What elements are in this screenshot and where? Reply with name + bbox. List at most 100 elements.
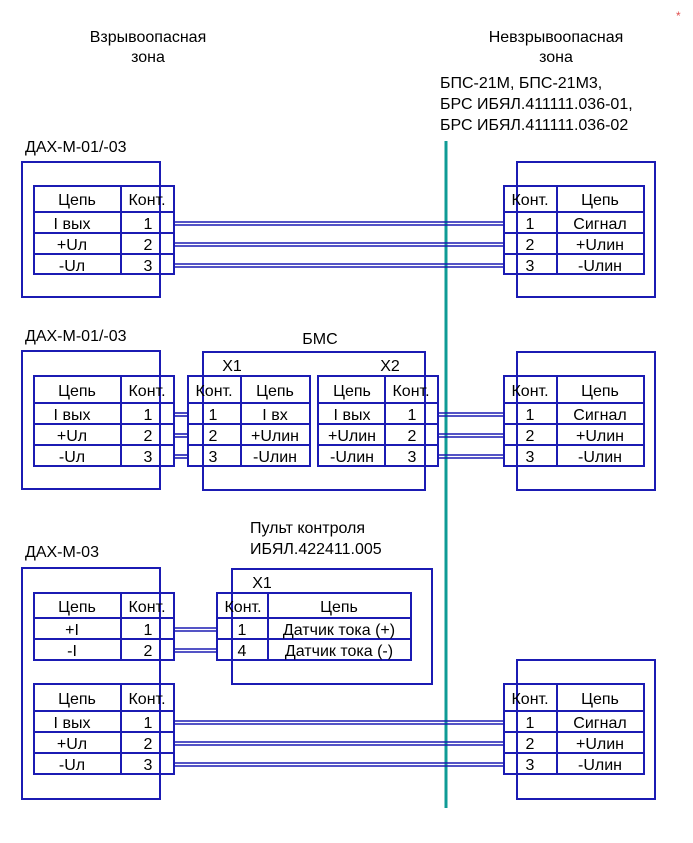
table-header-circuit: Цепь (256, 383, 294, 400)
table-cell: I вых (54, 216, 91, 233)
section1-device-label: ДАХ-М-01/-03 (25, 139, 127, 156)
table-cell: 3 (144, 757, 153, 774)
table-cell: 3 (526, 258, 535, 275)
bms-x1-table: Конт. Цепь 1 I вх 2 +Uлин 3 -Uлин (187, 375, 311, 467)
section1-receiver-table: Конт. Цепь 1 Сигнал 2 +Uлин 3 -Uлин (503, 185, 645, 275)
table-header-circuit: Цепь (58, 192, 96, 209)
table-header-circuit: Цепь (58, 691, 96, 708)
table-cell: +Uл (57, 237, 87, 254)
bms-label: БМС (302, 331, 337, 348)
table-cell: I вх (262, 407, 287, 424)
table-cell: 4 (238, 643, 247, 660)
table-cell: -Uлин (330, 449, 374, 466)
table-cell: +Uлин (576, 237, 624, 254)
panel-frame (231, 568, 433, 685)
table-cell: I вых (54, 715, 91, 732)
table-header-contact: Конт. (128, 383, 165, 400)
table-cell: 3 (209, 449, 218, 466)
table-header-contact: Конт. (392, 383, 429, 400)
table-cell: 2 (144, 428, 153, 445)
table-cell: 1 (526, 407, 535, 424)
hazard-zone-label-line2: зона (131, 49, 165, 66)
table-cell: 1 (209, 407, 218, 424)
section2-wires (174, 412, 504, 459)
table-cell: Сигнал (573, 407, 626, 424)
table-cell: 1 (408, 407, 417, 424)
section2-receiver-table: Конт. Цепь 1 Сигнал 2 +Uлин 3 -Uлин (503, 375, 645, 467)
table-cell: 2 (526, 736, 535, 753)
table-header-circuit: Цепь (320, 599, 358, 616)
table-cell: -Uлин (578, 258, 622, 275)
table-header-contact: Конт. (511, 691, 548, 708)
section3-wires (174, 627, 504, 767)
table-header-circuit: Цепь (581, 192, 619, 209)
section1-sensor-frame (21, 161, 161, 298)
table-cell: 2 (526, 237, 535, 254)
safe-zone-label-line1: Невзрывоопасная (489, 29, 624, 46)
table-cell: Сигнал (573, 715, 626, 732)
table-cell: Датчик тока (+) (283, 622, 395, 639)
panel-table: Конт. Цепь 1 Датчик тока (+) 4 Датчик то… (216, 592, 412, 661)
section2-receiver-frame (516, 351, 656, 491)
table-cell: Сигнал (573, 216, 626, 233)
table-cell: I вых (334, 407, 371, 424)
section2-sensor-table: Цепь Конт. I вых 1 +Uл 2 -Uл 3 (33, 375, 175, 467)
table-cell: +Uл (57, 736, 87, 753)
table-cell: 1 (144, 622, 153, 639)
table-cell: 1 (144, 407, 153, 424)
safe-units-line3: БРС ИБЯЛ.411111.036-02 (440, 117, 628, 134)
table-header-contact: Конт. (511, 192, 548, 209)
table-cell: +Uлин (251, 428, 299, 445)
safe-zone-label-line2: зона (539, 49, 573, 66)
table-cell: 2 (408, 428, 417, 445)
table-cell: 1 (526, 216, 535, 233)
table-cell: 2 (144, 237, 153, 254)
section3-receiver-table: Конт. Цепь 1 Сигнал 2 +Uлин 3 -Uлин (503, 683, 645, 775)
section1-sensor-table: Цепь Конт. I вых 1 +Uл 2 -Uл 3 (33, 185, 175, 275)
table-cell: 1 (526, 715, 535, 732)
section1-receiver-frame (516, 161, 656, 298)
asterisk-marker: * (676, 9, 681, 23)
table-cell: 1 (144, 216, 153, 233)
table-cell: +Uлин (328, 428, 376, 445)
section2-sensor-frame (21, 350, 161, 490)
table-cell: 1 (144, 715, 153, 732)
table-header-circuit: Цепь (58, 383, 96, 400)
table-header-contact: Конт. (128, 192, 165, 209)
table-cell: +Uл (57, 428, 87, 445)
section3-sensor-table: Цепь Конт. I вых 1 +Uл 2 -Uл 3 (33, 683, 175, 775)
table-cell: -Uлин (253, 449, 297, 466)
table-header-circuit: Цепь (58, 599, 96, 616)
bms-x1-label: X1 (222, 358, 242, 375)
table-cell: 2 (144, 736, 153, 753)
table-cell: 3 (408, 449, 417, 466)
table-cell: -Uлин (578, 757, 622, 774)
section2-device-label: ДАХ-М-01/-03 (25, 328, 127, 345)
table-cell: 2 (209, 428, 218, 445)
table-cell: +Uлин (576, 736, 624, 753)
bms-x2-table: Цепь Конт. I вых 1 +Uлин 2 -Uлин 3 (317, 375, 439, 467)
table-header-circuit: Цепь (333, 383, 371, 400)
table-cell: 2 (144, 643, 153, 660)
panel-title-line1: Пульт контроля (250, 520, 365, 537)
table-cell: -Uл (59, 449, 85, 466)
table-cell: -Uл (59, 757, 85, 774)
table-cell: +Uлин (576, 428, 624, 445)
table-cell: -Uлин (578, 449, 622, 466)
bms-x2-label: X2 (380, 358, 400, 375)
table-cell: -Uл (59, 258, 85, 275)
table-cell: 2 (526, 428, 535, 445)
table-header-contact: Конт. (128, 691, 165, 708)
table-header-contact: Конт. (195, 383, 232, 400)
table-cell: 1 (238, 622, 247, 639)
panel-x1-label: X1 (252, 575, 272, 592)
section3-device-label: ДАХ-М-03 (25, 544, 99, 561)
table-cell: 3 (144, 258, 153, 275)
table-header-contact: Конт. (511, 383, 548, 400)
table-cell: +I (65, 622, 79, 639)
table-cell: 3 (526, 449, 535, 466)
table-cell: I вых (54, 407, 91, 424)
table-header-circuit: Цепь (581, 691, 619, 708)
table-cell: 3 (144, 449, 153, 466)
